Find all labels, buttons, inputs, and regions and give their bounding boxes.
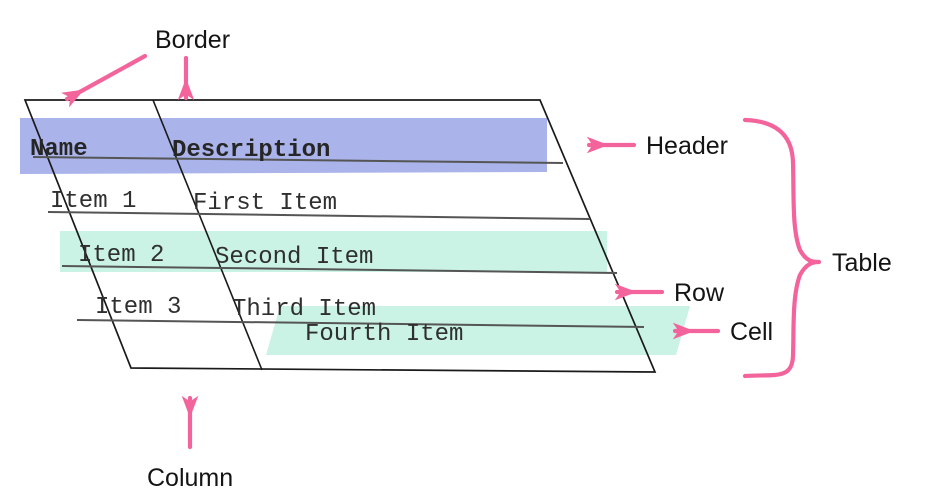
- annotation-column: Column: [147, 395, 233, 492]
- label-header: Header: [646, 132, 728, 160]
- row-highlight-band: [60, 231, 607, 272]
- table-outline: [23, 99, 657, 373]
- cell-highlight-band: [266, 306, 690, 355]
- row-separator-header: [32, 156, 564, 164]
- table-cell-description-2: Second Item: [215, 244, 373, 271]
- annotation-table: Table: [742, 117, 892, 379]
- table-cell-name-3: Item 3: [95, 294, 181, 321]
- label-table: Table: [832, 249, 892, 277]
- table-header-cell-description: Description: [172, 137, 330, 164]
- row-separator-2: [61, 265, 618, 274]
- column-divider-line: [152, 99, 263, 371]
- row-separator-3: [76, 319, 645, 328]
- table-cell-description-1: First Item: [193, 190, 337, 217]
- label-cell: Cell: [730, 318, 773, 346]
- highlight-bands: [20, 118, 690, 355]
- table-border: [23, 99, 657, 373]
- label-border: Border: [155, 26, 230, 54]
- annotation-cell: Cell: [672, 318, 773, 346]
- table-header-cell-name: Name: [30, 136, 88, 163]
- annotation-border: Border: [61, 26, 230, 108]
- label-row: Row: [674, 279, 725, 307]
- header-highlight-band: [20, 118, 547, 174]
- border-arrow-diagonal: [61, 53, 148, 108]
- table-cell-description-3: Third Item: [232, 296, 376, 323]
- label-column: Column: [147, 464, 233, 492]
- table-cell-name-1: Item 1: [50, 188, 136, 215]
- table-content: Name Description Item 1 First Item Item …: [30, 136, 463, 348]
- annotation-header: Header: [586, 132, 728, 160]
- floating-cell-text: Fourth Item: [305, 321, 463, 348]
- table-cell-name-2: Item 2: [78, 242, 164, 269]
- row-separator-1: [47, 211, 591, 220]
- annotation-row: Row: [614, 279, 725, 307]
- table-brace: [742, 117, 822, 379]
